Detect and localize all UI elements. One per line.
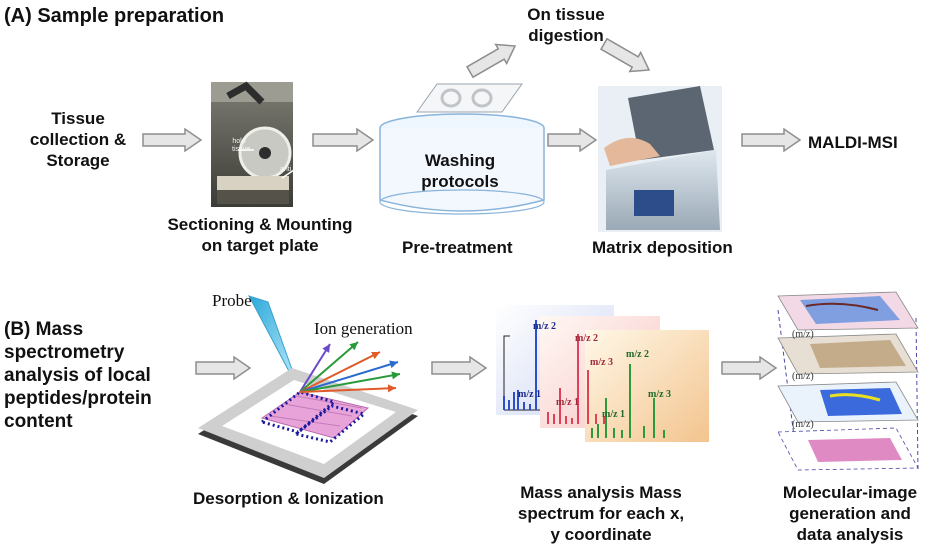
cryostat-photo: [211, 81, 295, 207]
image-layer-label: (m/z): [792, 371, 814, 382]
section-a-heading: (A) Sample preparation: [4, 5, 225, 27]
label-on-tissue-digestion: On tissue digestion: [527, 5, 605, 45]
block-arrow-icon: [312, 127, 375, 153]
ion-arrow-icon: [299, 387, 397, 393]
ion-arrow-icon: [299, 361, 399, 393]
block-arrow-icon: [142, 127, 203, 153]
spectrum-label-mz3: m/z 3: [590, 357, 614, 368]
beaker-icon: [379, 83, 545, 215]
label-molecular-image: Molecular-image generation and data anal…: [782, 483, 918, 544]
section-b-heading: (B) Mass spectrometry analysis of local …: [4, 319, 152, 432]
laser-probe-icon: [247, 295, 301, 393]
spectrum-label-mz2: m/z 2: [533, 321, 557, 332]
glass-slide-icon: [416, 83, 523, 113]
spectrum-label-mz1: m/z 1: [518, 389, 542, 400]
ion-arrows: [299, 341, 401, 393]
image-layer-label: (m/z): [792, 329, 814, 340]
tissue-section: [260, 391, 370, 439]
ion-arrow-head: [349, 342, 358, 351]
label-tissue-collection: Tissue collection & Storage: [29, 109, 127, 170]
block-arrow-icon: [721, 355, 778, 381]
matrix-sprayer-photo: [598, 86, 722, 232]
cryostat-label-hold-tissue: hold tissue: [232, 138, 251, 153]
label-desorption: Desorption & Ionization: [193, 489, 384, 508]
label-mass-analysis: Mass analysis Mass spectrum for each x, …: [517, 483, 685, 544]
spectrum-peaks: [503, 320, 665, 438]
block-arrow-icon: [195, 355, 252, 381]
dotted-outline: [258, 390, 368, 444]
label-ion-generation: Ion generation: [314, 319, 413, 338]
block-arrow-icon: [431, 355, 488, 381]
spectrum-label-mz3: m/z 3: [648, 389, 672, 400]
block-arrow-icon: [599, 37, 651, 73]
block-arrow-icon: [547, 127, 598, 153]
ion-arrow-head: [391, 371, 400, 380]
label-maldi-msi: MALDI-MSI: [808, 133, 898, 152]
image-stack-layer: [777, 333, 919, 375]
label-sectioning: Sectioning & Mounting on target plate: [167, 215, 353, 255]
ion-arrow-head: [387, 384, 396, 393]
image-stack-layer: [777, 381, 919, 423]
ion-arrow-icon: [299, 341, 359, 393]
ion-arrow-icon: [299, 343, 331, 393]
block-arrow-icon: [741, 127, 802, 153]
spectrum-label-mz1: m/z 1: [556, 397, 580, 408]
ion-arrow-icon: [299, 373, 401, 393]
image-stack-layer: [777, 291, 919, 331]
ion-arrow-head: [371, 352, 380, 360]
image-layer-label: (m/z): [792, 419, 814, 430]
ion-arrow-head: [322, 344, 330, 353]
image-stack-layer: [777, 427, 919, 471]
label-matrix-deposition: Matrix deposition: [592, 238, 733, 257]
label-pretreatment: Pre-treatment: [402, 238, 513, 257]
spectrum-label-mz2: m/z 2: [626, 349, 650, 360]
target-plate-icon: [198, 368, 418, 484]
block-arrow-icon: [465, 43, 517, 79]
ion-arrow-head: [389, 360, 398, 369]
flow-arrows: [142, 37, 802, 381]
ion-arrow-icon: [299, 351, 381, 393]
cryostat-label-anti: anti: [280, 166, 292, 173]
label-probe: Probe: [212, 291, 252, 310]
spectrum-label-mz1: m/z 1: [602, 409, 626, 420]
spectrum-label-mz2: m/z 2: [575, 333, 599, 344]
label-washing: Washing protocols: [421, 151, 499, 191]
